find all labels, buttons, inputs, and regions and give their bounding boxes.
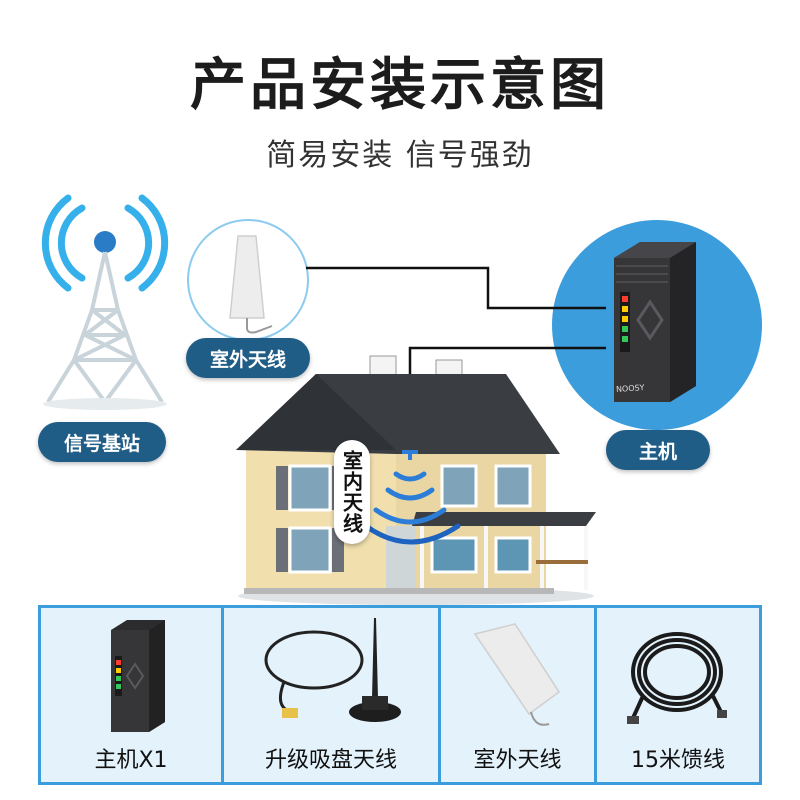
package-item-label: 主机X1	[94, 748, 168, 773]
booster-unit-icon	[111, 620, 165, 732]
package-item-label: 15米馈线	[631, 748, 725, 773]
package-item-outdoor-antenna: 室外天线	[441, 608, 594, 782]
package-item-label: 室外天线	[473, 748, 562, 773]
base-station-label: 信号基站	[38, 422, 166, 462]
page-title: 产品安装示意图	[190, 53, 610, 118]
package-item-label: 升级吸盘天线	[264, 748, 397, 773]
package-item-cable: 15米馈线	[597, 608, 759, 782]
outdoor-antenna-label: 室外天线	[186, 338, 310, 378]
suction-antenna-icon	[264, 618, 401, 722]
indoor-antenna-label: 室内天线	[334, 440, 370, 544]
booster-host-icon	[614, 242, 696, 402]
package-contents-panel: 主机X1 升级吸盘天线 室外天线	[38, 605, 762, 785]
page-subtitle: 简易安装 信号强劲	[266, 138, 534, 173]
outdoor-antenna-icon	[187, 219, 309, 341]
panel-antenna-icon	[473, 623, 561, 726]
indoor-signal-waves-icon	[363, 450, 461, 545]
coiled-cable-icon	[627, 632, 727, 724]
package-item-host: 主机X1	[41, 608, 221, 782]
signal-tower-icon	[41, 194, 169, 410]
host-label: 主机	[606, 430, 710, 470]
package-item-suction-antenna: 升级吸盘天线	[224, 608, 438, 782]
